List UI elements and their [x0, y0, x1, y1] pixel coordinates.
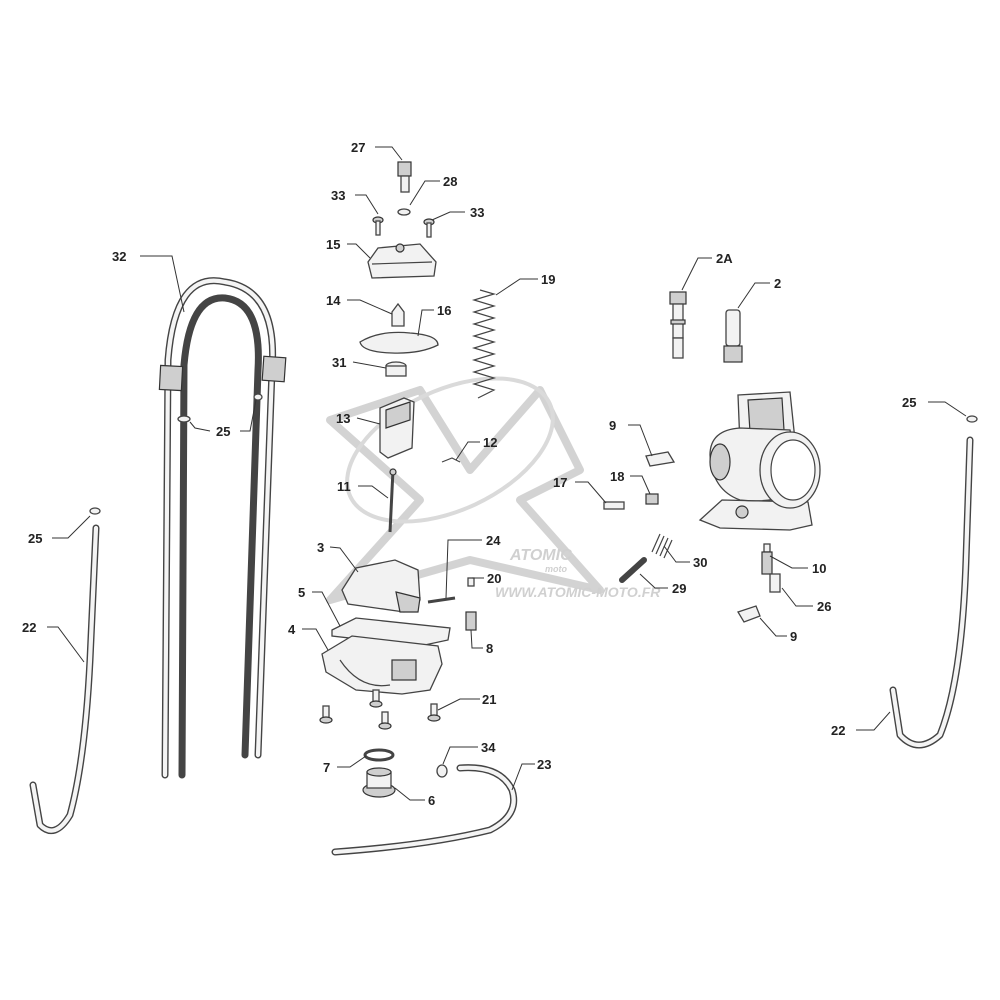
fitting-10 — [761, 543, 773, 575]
callout-5: 5 — [298, 585, 305, 600]
idle-screw-2A — [669, 291, 687, 359]
callout-11: 11 — [337, 479, 351, 494]
callout-12: 12 — [483, 435, 497, 450]
callout-24: 24 — [486, 533, 501, 548]
drain-plug-6 — [362, 767, 396, 798]
clip-25-right — [966, 415, 978, 423]
callout-25-right: 25 — [902, 395, 916, 410]
spring-19 — [471, 289, 497, 399]
callout-28: 28 — [443, 174, 457, 189]
callout-4: 4 — [288, 622, 296, 637]
fitting-26 — [769, 573, 781, 593]
callout-21: 21 — [482, 692, 496, 707]
callout-16: 16 — [437, 303, 451, 318]
callout-29: 29 — [672, 581, 686, 596]
carburetor-body — [698, 391, 821, 531]
screw-33-left — [372, 216, 384, 236]
spring-30 — [651, 533, 673, 559]
hose-23 — [331, 764, 518, 856]
sensor-2 — [723, 309, 743, 363]
callout-9-bottom: 9 — [790, 629, 797, 644]
callout-2: 2 — [774, 276, 781, 291]
o-ring-7 — [363, 748, 395, 762]
callout-6: 6 — [428, 793, 435, 808]
callout-19: 19 — [541, 272, 555, 287]
float-bowl-4 — [321, 635, 443, 695]
hose-32 — [158, 277, 287, 779]
callout-2A: 2A — [716, 251, 733, 266]
screw-33-right — [423, 218, 435, 238]
watermark-brand: ATOMIC — [509, 547, 572, 564]
washer-28 — [397, 208, 411, 216]
callout-labels: 27 28 33 33 15 19 14 16 31 13 12 11 3 24… — [22, 140, 916, 808]
watermark-url: WWW.ATOMIC-MOTO.FR — [495, 584, 661, 600]
callout-10: 10 — [812, 561, 826, 576]
callout-8: 8 — [486, 641, 493, 656]
needle-11 — [388, 468, 397, 533]
clip-25-center — [177, 393, 263, 423]
callout-34: 34 — [481, 740, 496, 755]
callout-22-left: 22 — [22, 620, 36, 635]
callout-20: 20 — [487, 571, 501, 586]
callout-18: 18 — [610, 469, 624, 484]
spring-18 — [645, 493, 659, 505]
nut-34 — [436, 764, 448, 778]
float-3 — [341, 559, 421, 613]
callout-14: 14 — [326, 293, 341, 308]
bracket-9-bottom — [737, 605, 761, 623]
callout-3: 3 — [317, 540, 324, 555]
adjust-screw-27 — [397, 161, 412, 193]
callout-22-right: 22 — [831, 723, 845, 738]
callout-25-left: 25 — [28, 531, 42, 546]
callout-17: 17 — [553, 475, 567, 490]
screw-29 — [619, 557, 647, 583]
callout-9-top: 9 — [609, 418, 616, 433]
hose-22-left — [29, 524, 100, 835]
screws-21 — [319, 689, 441, 730]
callout-33-left: 33 — [331, 188, 345, 203]
clip-25-left — [89, 507, 101, 515]
pin-24 — [427, 596, 456, 604]
needle-valve-seat-8 — [465, 611, 477, 631]
bracket-9-top — [645, 451, 676, 467]
callout-7: 7 — [323, 760, 330, 775]
hose-22-right — [889, 436, 974, 749]
slide-13 — [379, 397, 415, 459]
watermark-sub: moto — [545, 564, 567, 574]
callout-32: 32 — [112, 249, 126, 264]
callout-13: 13 — [336, 411, 350, 426]
callout-26: 26 — [817, 599, 831, 614]
cup-31 — [385, 361, 407, 377]
leader-lines — [47, 146, 967, 801]
gasket-16 — [359, 331, 439, 354]
connector-14 — [391, 302, 405, 327]
needle-valve-20 — [467, 577, 475, 587]
callout-25-center: 25 — [216, 424, 230, 439]
callout-15: 15 — [326, 237, 340, 252]
callout-23: 23 — [537, 757, 551, 772]
top-cap-15 — [367, 243, 437, 279]
callout-31: 31 — [332, 355, 346, 370]
screw-17 — [603, 501, 625, 510]
callout-30: 30 — [693, 555, 707, 570]
clip-12 — [441, 457, 461, 463]
callout-27: 27 — [351, 140, 365, 155]
callout-33-right: 33 — [470, 205, 484, 220]
